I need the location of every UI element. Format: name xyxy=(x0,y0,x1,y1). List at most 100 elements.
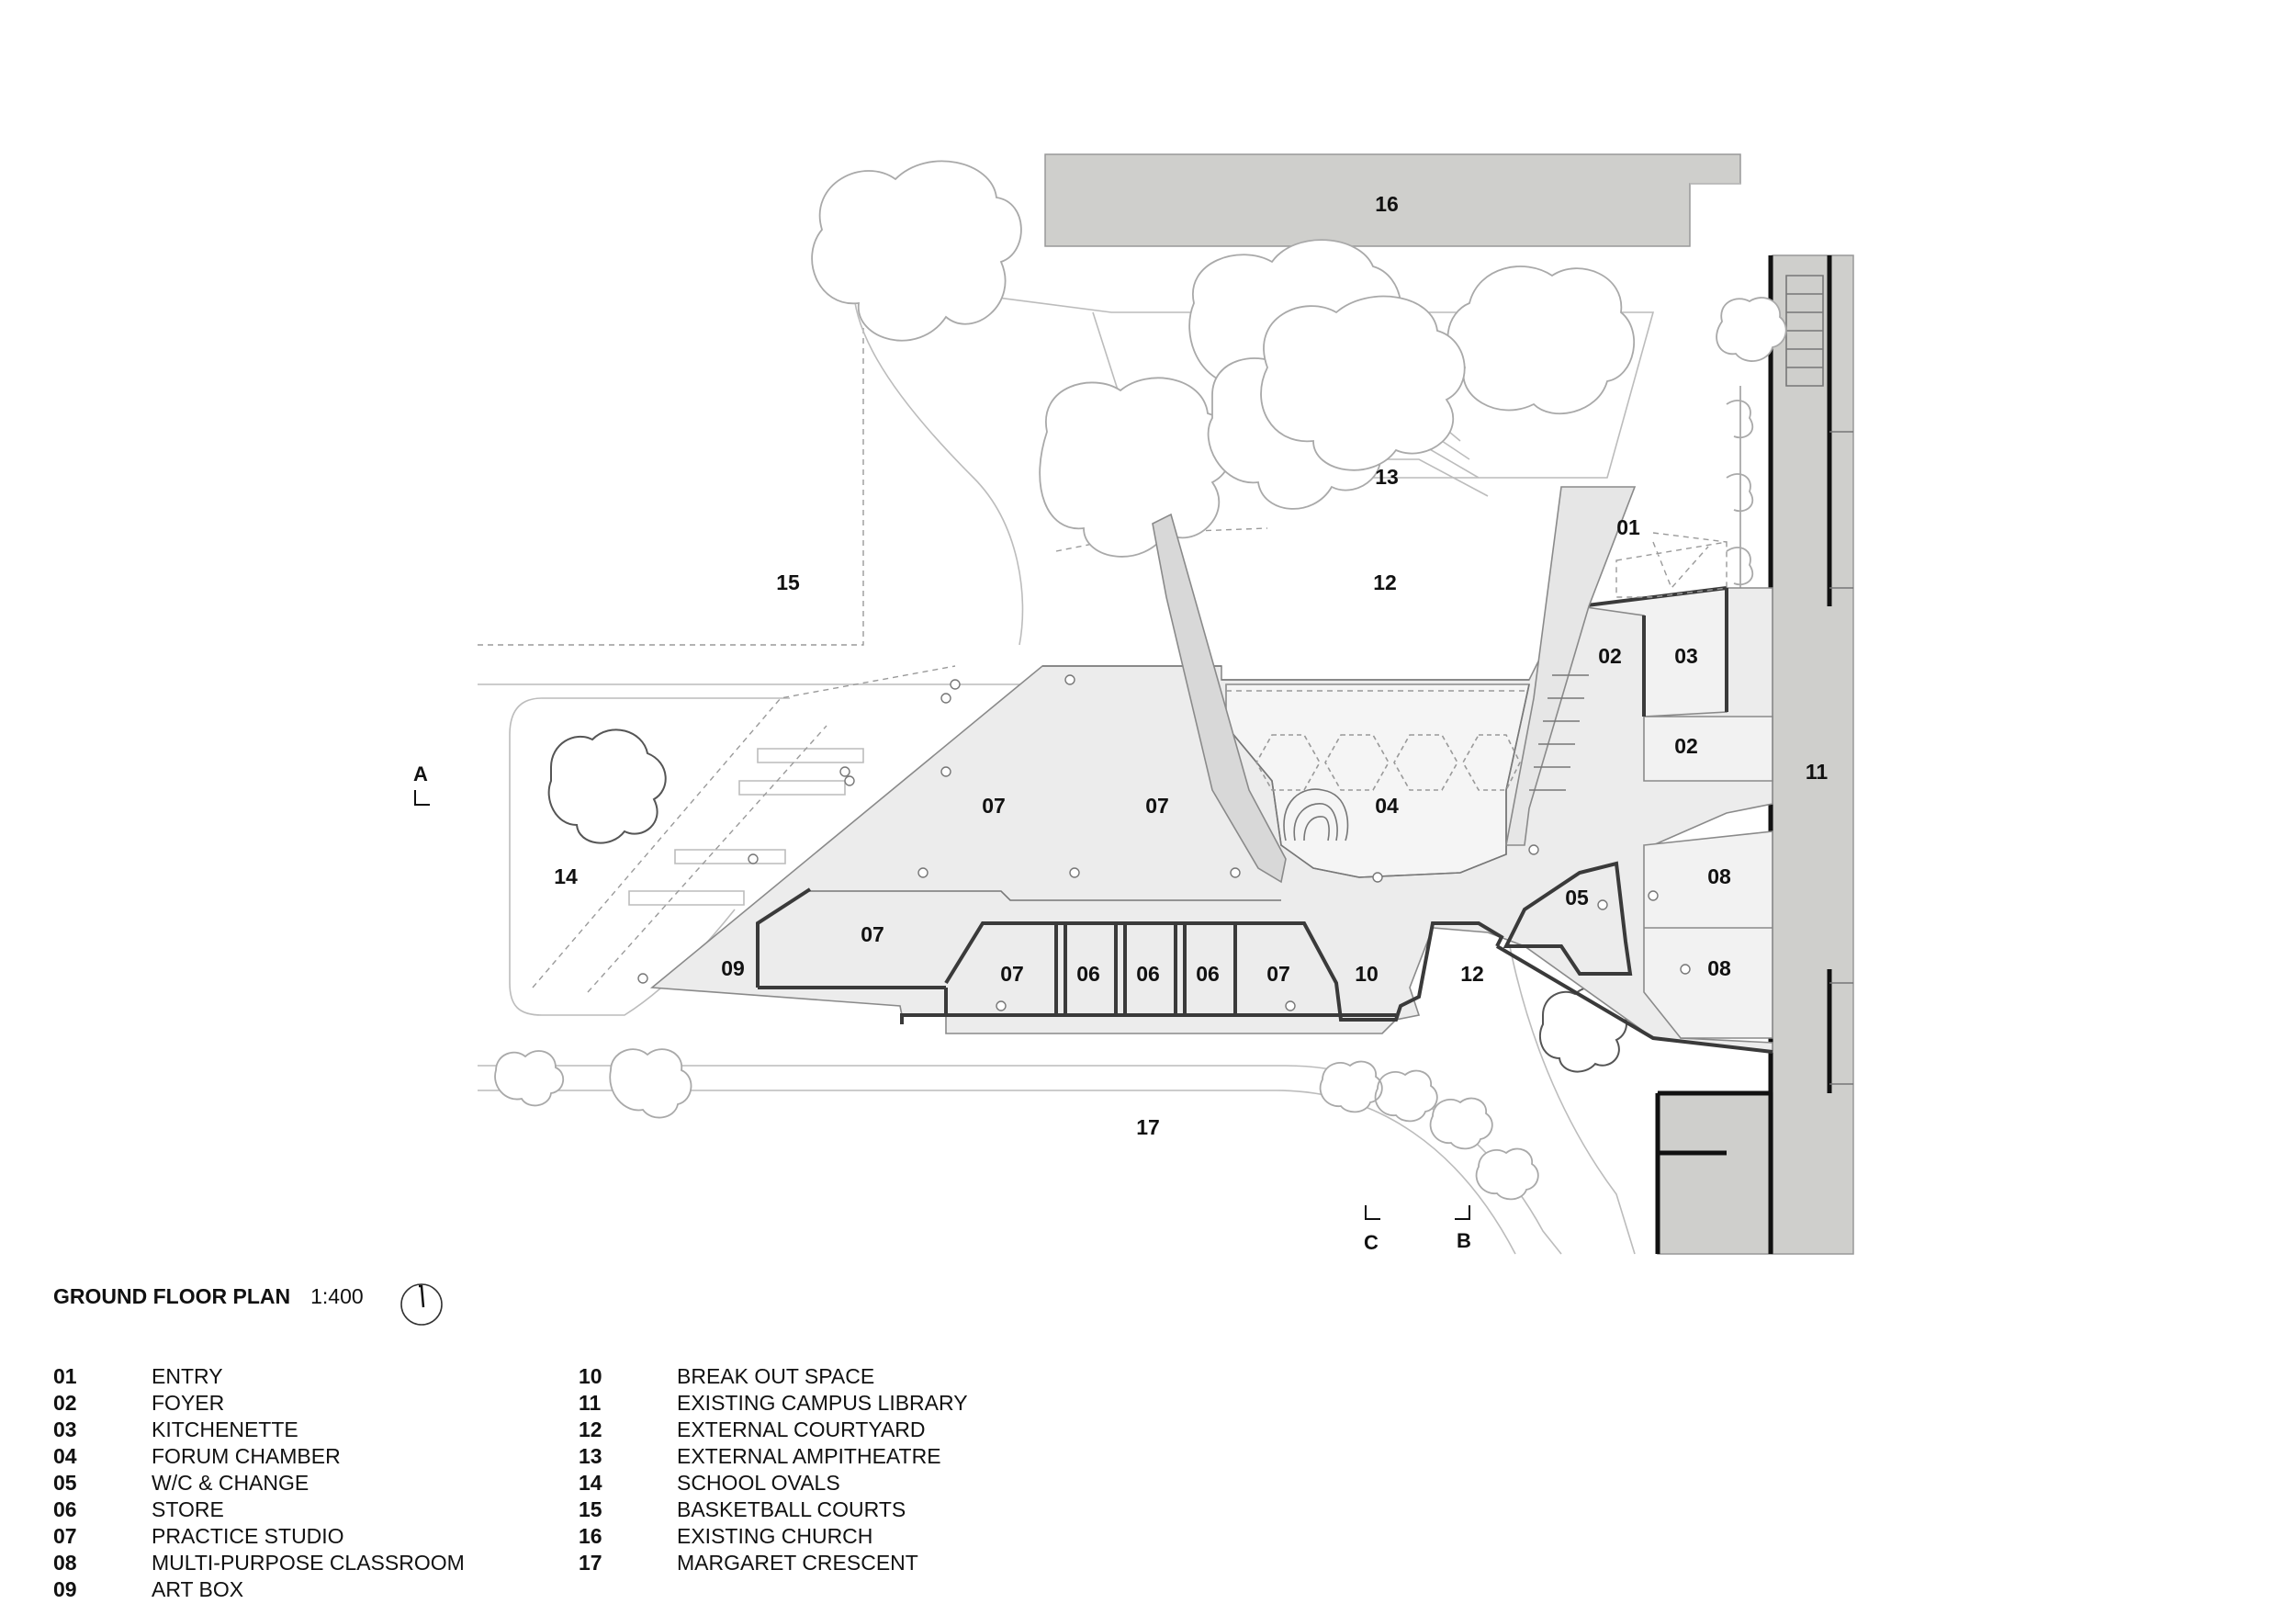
room-label-03: 03 xyxy=(1674,644,1698,668)
svg-text:A: A xyxy=(413,762,428,785)
drawing-title-text: GROUND FLOOR PLAN xyxy=(53,1284,291,1308)
existing-library xyxy=(1772,254,1854,1255)
room-label-02: 02 xyxy=(1598,644,1622,668)
tree-outline xyxy=(1446,265,1636,415)
legend-number: 08 xyxy=(53,1551,77,1575)
legend-item: 06 STORE xyxy=(53,1496,465,1523)
room-label-07: 07 xyxy=(982,794,1006,818)
room-label-14: 14 xyxy=(554,864,578,888)
svg-text:C: C xyxy=(1364,1231,1379,1254)
room-label-09: 09 xyxy=(721,956,745,980)
stair-treads xyxy=(1529,674,1589,791)
room-label-02: 02 xyxy=(1674,734,1698,758)
stair-east xyxy=(1505,486,1637,846)
section-marker-c: C xyxy=(1364,1205,1380,1254)
legend-name: EXTERNAL AMPITHEATRE xyxy=(677,1444,941,1468)
legend-name: STORE xyxy=(152,1497,224,1521)
room-label-07: 07 xyxy=(1145,794,1169,818)
roof-truss-line xyxy=(1226,683,1529,692)
tree-outline xyxy=(1260,295,1466,471)
legend-number: 15 xyxy=(579,1497,602,1521)
legend-number: 04 xyxy=(53,1444,77,1468)
room-label-12: 12 xyxy=(1373,570,1397,594)
legend-number: 03 xyxy=(53,1417,77,1441)
legend-name: EXTERNAL COURTYARD xyxy=(677,1417,926,1441)
tree-row-outline xyxy=(494,1048,1539,1201)
legend-item: 11 EXISTING CAMPUS LIBRARY xyxy=(579,1390,968,1417)
legend-number: 16 xyxy=(579,1524,602,1548)
legend-name: W/C & CHANGE xyxy=(152,1471,310,1495)
legend-number: 09 xyxy=(53,1577,77,1601)
studio-row-walls xyxy=(944,921,1504,1022)
legend-name: BASKETBALL COURTS xyxy=(677,1497,906,1521)
court-curve-15 xyxy=(852,247,1024,646)
section-marker-b: B xyxy=(1455,1205,1471,1252)
legend-item: 03 KITCHENETTE xyxy=(53,1417,465,1443)
legend-number: 11 xyxy=(579,1391,602,1415)
legend-number: 10 xyxy=(579,1364,602,1388)
forum-wall xyxy=(1225,683,1530,878)
drawing-scale: 1:400 xyxy=(310,1284,364,1308)
room-label-16: 16 xyxy=(1375,192,1399,216)
room-label-05: 05 xyxy=(1565,886,1589,909)
legend-name: MULTI-PURPOSE CLASSROOM xyxy=(152,1551,465,1575)
east-wall xyxy=(1495,586,1773,1054)
room-label-11: 11 xyxy=(1806,760,1829,784)
tree-outline xyxy=(811,160,1022,342)
svg-text:B: B xyxy=(1457,1229,1471,1252)
wc-walls xyxy=(1503,861,1633,976)
legend-name: ENTRY xyxy=(152,1364,223,1388)
legend-number: 13 xyxy=(579,1444,602,1468)
room-label-08: 08 xyxy=(1707,864,1731,888)
room-label-06: 06 xyxy=(1076,962,1100,986)
entry-canopy xyxy=(1615,541,1728,598)
legend-item: 13 EXTERNAL AMPITHEATRE xyxy=(579,1443,968,1470)
oval-steps xyxy=(628,748,864,906)
forum-hexagons xyxy=(1255,734,1521,791)
legend-name: FOYER xyxy=(152,1391,225,1415)
legend-item: 01 ENTRY xyxy=(53,1363,465,1390)
legend-number: 02 xyxy=(53,1391,77,1415)
classroom-08 xyxy=(1643,830,1773,1039)
room-label-10: 10 xyxy=(1355,962,1379,986)
existing-library-annex xyxy=(1657,1092,1773,1255)
tree-row-library xyxy=(1726,386,1754,643)
court-line-15 xyxy=(478,248,864,646)
tree-outline xyxy=(1716,297,1787,362)
legend-item: 15 BASKETBALL COURTS xyxy=(579,1496,968,1523)
room-label-08: 08 xyxy=(1707,956,1731,980)
store-walls xyxy=(1054,923,1237,1015)
structural-columns xyxy=(637,674,1691,1011)
room-label-13: 13 xyxy=(1375,465,1399,489)
section-marker-a: A xyxy=(413,762,430,806)
tree-outline xyxy=(547,728,667,844)
oval-dashed-edge xyxy=(532,665,956,993)
legend-item: 08 MULTI-PURPOSE CLASSROOM xyxy=(53,1550,465,1576)
legend-number: 06 xyxy=(53,1497,77,1521)
room-label-17: 17 xyxy=(1136,1115,1160,1139)
legend-number: 14 xyxy=(579,1471,602,1495)
library-stair xyxy=(1785,275,1824,387)
legend-name: SCHOOL OVALS xyxy=(677,1471,840,1495)
legend-name: EXISTING CAMPUS LIBRARY xyxy=(677,1391,968,1415)
legend-name: KITCHENETTE xyxy=(152,1417,298,1441)
room-label-06: 06 xyxy=(1196,962,1220,986)
legend-number: 01 xyxy=(53,1364,77,1388)
drawing-title: GROUND FLOOR PLAN 1:400 xyxy=(53,1284,364,1309)
legend-item: 14 SCHOOL OVALS xyxy=(579,1470,968,1496)
road-line-17b xyxy=(478,1090,1516,1255)
legend-name: MARGARET CRESCENT xyxy=(677,1551,918,1575)
room-label-06: 06 xyxy=(1136,962,1160,986)
ramp-diagonal xyxy=(1152,513,1287,884)
room-label-01: 01 xyxy=(1616,515,1640,539)
north-arrow-icon xyxy=(400,1283,443,1326)
